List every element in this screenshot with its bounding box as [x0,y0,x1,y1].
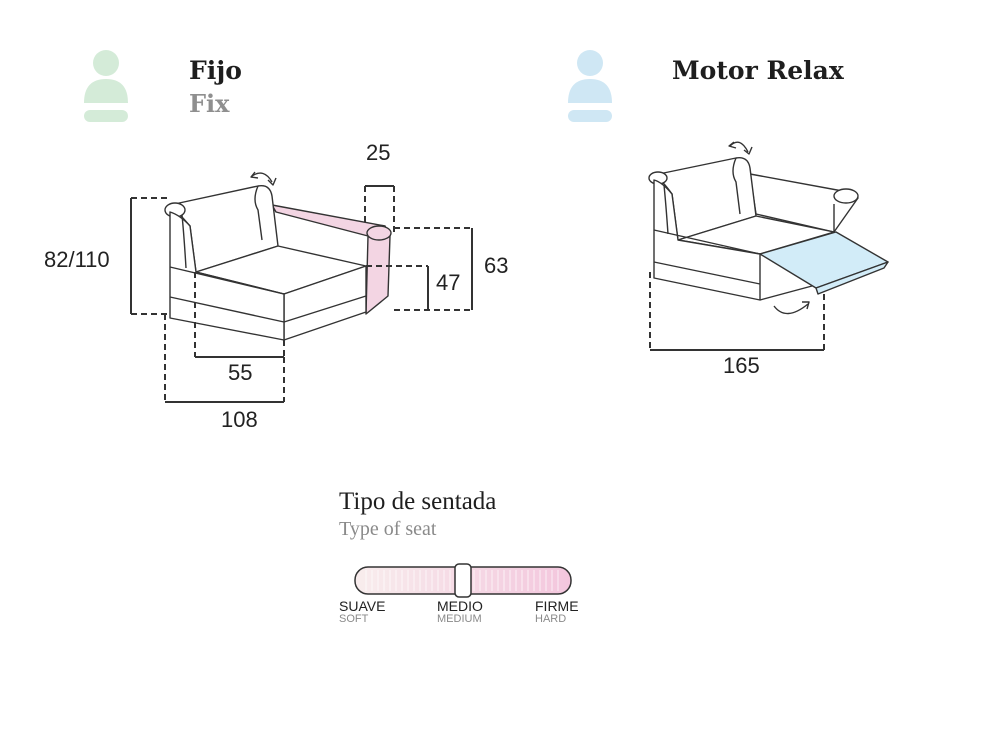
seat-type-subtitle: Type of seat [339,518,437,540]
scale-sub-soft: SOFT [339,613,369,625]
dim-height-label: 82/110 [44,247,110,272]
scale-label-soft: SUAVE [339,598,386,614]
dim-seat-depth-label: 55 [228,360,253,385]
dim-arm-height-label: 63 [484,253,509,278]
dim-total-depth-label: 108 [221,407,258,432]
dim-extended-depth-label: 165 [723,353,760,378]
dim-seat-height-label: 47 [436,270,461,295]
fix-subtitle: Fix [189,89,230,118]
scale-label-hard: FIRME [535,598,579,614]
scale-label-medium: MEDIO [437,598,483,614]
fix-title: Fijo [189,56,242,85]
dim-arm-width-label: 25 [366,140,391,165]
seat-type-title: Tipo de sentada [339,488,497,515]
scale-sub-medium: MEDIUM [437,613,482,625]
scale-sub-hard: HARD [535,613,567,625]
relax-title: Motor Relax [672,56,844,85]
firmness-indicator [454,563,472,598]
